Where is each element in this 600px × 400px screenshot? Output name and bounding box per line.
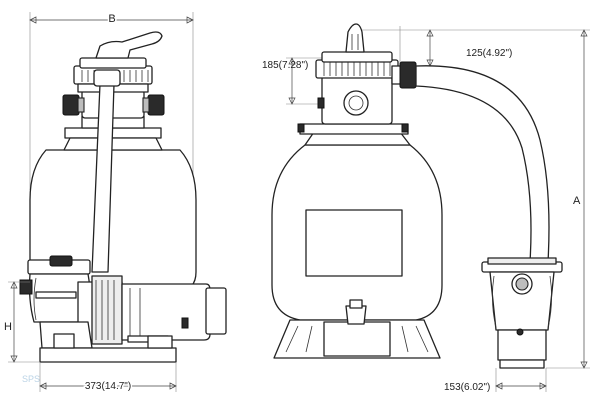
side-view: B <box>4 12 227 394</box>
tank-label-panel <box>305 209 403 277</box>
pump-motor <box>121 283 211 341</box>
front-view: 185(7.28") 125(4.92") <box>262 23 590 393</box>
valve-side-knob-left <box>62 94 80 116</box>
dim-h-label: H <box>4 321 12 333</box>
dim-b-label: B <box>108 13 115 25</box>
valve-side-knob-right <box>147 94 165 116</box>
pump-front <box>481 257 563 369</box>
dim-port-offset-label: 125(4.92") <box>466 48 512 59</box>
dim-valve-height-label: 185(7.28") <box>262 60 308 71</box>
watermark: SPS <box>22 374 40 384</box>
valve-handle <box>95 31 163 59</box>
dim-base-width-label: 373(14.7") <box>85 381 131 392</box>
dim-pump-offset-label: 153(6.02") <box>444 382 490 393</box>
dim-a-label: A <box>573 195 581 207</box>
valve-port <box>343 90 369 116</box>
valve-handle-front <box>345 23 365 53</box>
